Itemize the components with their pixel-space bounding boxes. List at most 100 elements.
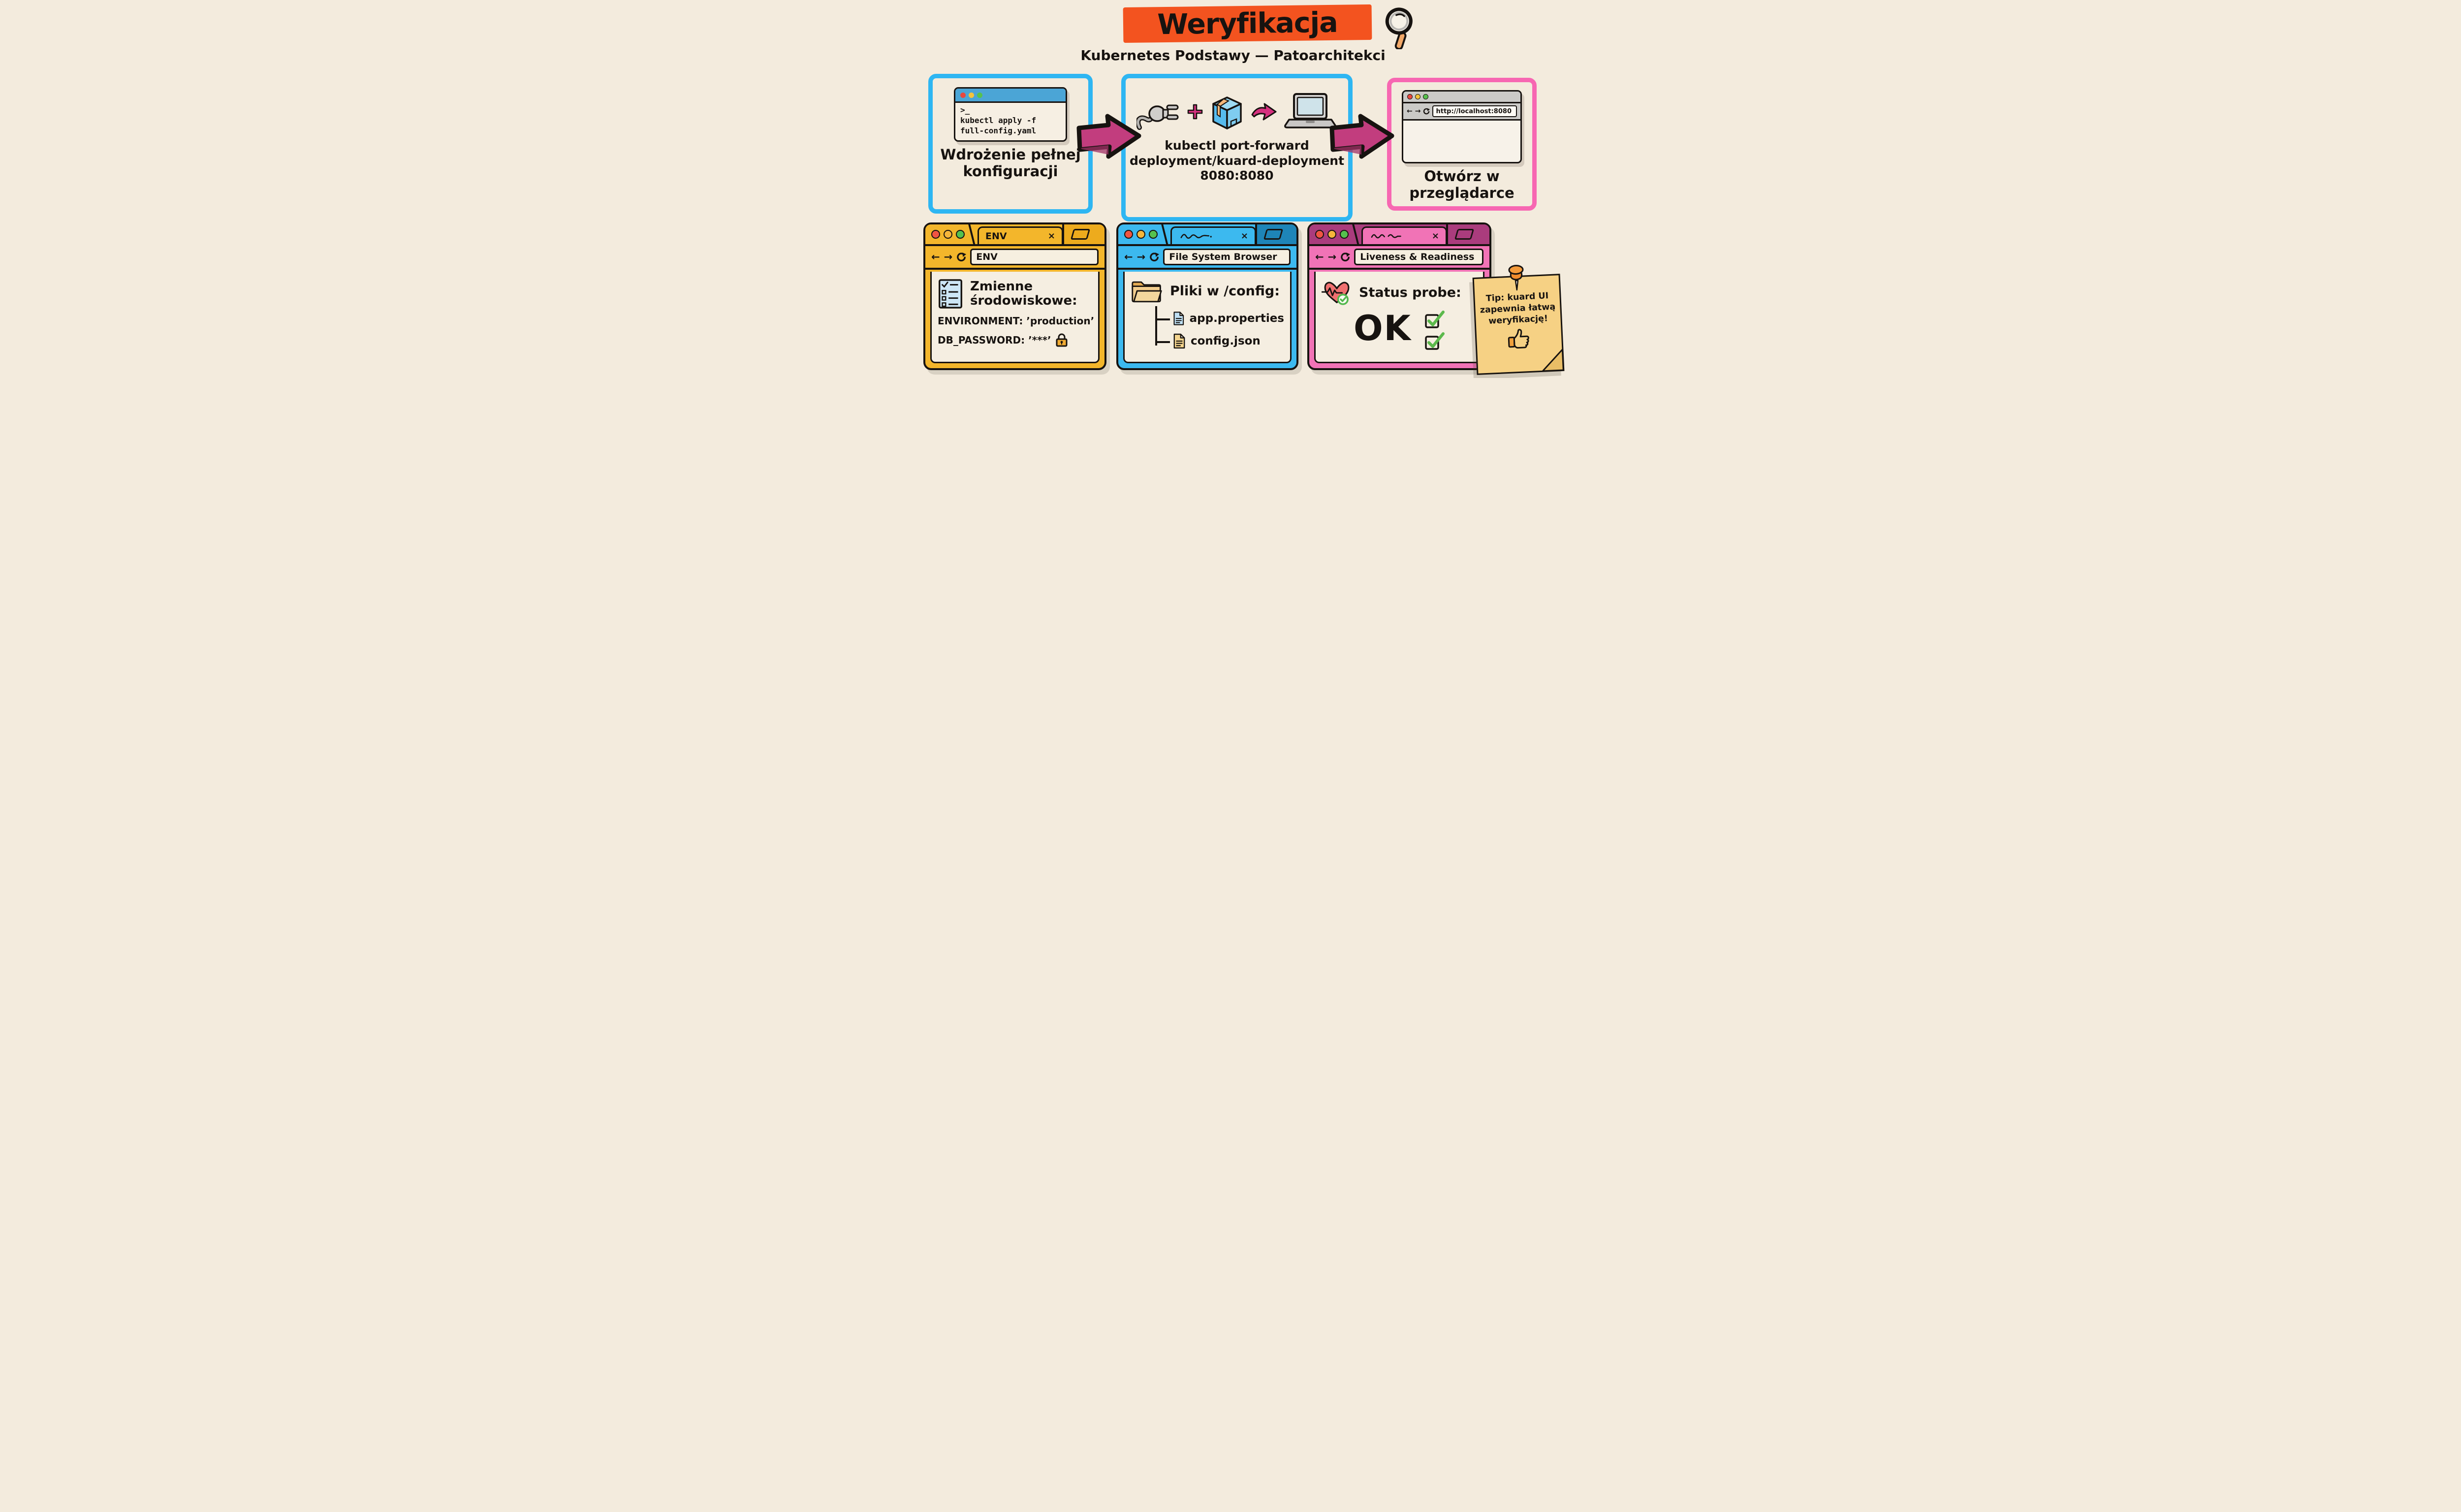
url-bar: http://localhost:8080 xyxy=(1432,105,1517,117)
back-icon: ← xyxy=(931,251,940,263)
terminal-command-line2: full-config.yaml xyxy=(960,126,1037,135)
tabbar-rest xyxy=(1446,224,1489,244)
traffic-red-icon xyxy=(960,92,966,98)
plug-icon xyxy=(1136,104,1179,130)
window-dots xyxy=(925,224,973,244)
forward-icon: → xyxy=(1327,251,1337,263)
traffic-yellow-icon xyxy=(969,92,974,98)
files-window: × ← → File System Browser Pliki w xyxy=(1116,222,1298,370)
title-highlight: Weryfikacja xyxy=(1123,4,1372,43)
env-var-db-password: DB_PASSWORD: ’***’ xyxy=(938,333,1092,347)
env-navbar: ← → ENV xyxy=(925,244,1104,270)
files-tab: × xyxy=(1170,226,1256,244)
step-browser-caption: Otwórz w przeglądarce xyxy=(1409,168,1514,201)
traffic-red-icon xyxy=(1124,230,1133,239)
browser-navbar: ← → http://localhost:8080 xyxy=(1403,103,1520,121)
probe-tab: × xyxy=(1361,226,1447,244)
package-icon xyxy=(1212,96,1242,129)
traffic-yellow-icon xyxy=(944,230,952,239)
close-icon: × xyxy=(1240,230,1248,241)
step-deploy-caption: Wdrożenie pełnej konfiguracji xyxy=(940,146,1081,180)
new-tab-icon xyxy=(1454,229,1475,240)
checkbox-checked-icon xyxy=(1425,311,1445,328)
url-bar: File System Browser xyxy=(1163,249,1291,265)
env-tabbar: ENV × xyxy=(925,224,1104,244)
probe-tabbar: × xyxy=(1309,224,1489,244)
magnifier-icon xyxy=(1385,7,1413,49)
reload-icon xyxy=(1423,108,1430,115)
env-tab: ENV × xyxy=(978,226,1063,244)
probe-navbar: ← → Liveness & Readiness xyxy=(1309,244,1489,270)
tabbar-rest xyxy=(1062,224,1104,244)
forward-icon: → xyxy=(1415,107,1421,115)
back-icon: ← xyxy=(1407,107,1413,115)
browser-titlebar xyxy=(1403,92,1520,103)
files-content: Pliki w /config: app.properties xyxy=(1123,272,1292,363)
page-subtitle: Kubernetes Podstawy — Patoarchitekci xyxy=(1080,47,1386,63)
page-title: Weryfikacja xyxy=(1157,6,1338,41)
file-name: app.properties xyxy=(1189,312,1284,325)
new-tab-icon xyxy=(1070,229,1091,240)
step-deploy-box: >_ kubectl apply -f full-config.yaml Wdr… xyxy=(928,74,1093,214)
checklist-icon xyxy=(939,279,962,309)
terminal-window: >_ kubectl apply -f full-config.yaml xyxy=(954,87,1067,142)
back-icon: ← xyxy=(1315,251,1324,263)
scribble-title-icon xyxy=(1180,233,1212,239)
terminal-body: >_ kubectl apply -f full-config.yaml xyxy=(955,103,1066,140)
env-heading: Zmienne środowiskowe: xyxy=(970,279,1077,308)
forward-icon: → xyxy=(1136,251,1146,263)
terminal-prompt: >_ xyxy=(960,105,970,115)
plus-icon xyxy=(1187,104,1203,120)
thumbs-up-icon xyxy=(1508,329,1529,349)
files-navbar: ← → File System Browser xyxy=(1118,244,1296,270)
url-bar: Liveness & Readiness xyxy=(1354,249,1483,265)
heartbeat-icon xyxy=(1322,282,1350,305)
tabbar-rest xyxy=(1255,224,1296,244)
reload-icon xyxy=(1341,252,1351,262)
traffic-yellow-icon xyxy=(1327,230,1336,239)
file-icon xyxy=(1173,312,1184,325)
traffic-green-icon xyxy=(956,230,965,239)
flow-arrow-icon xyxy=(1076,114,1141,159)
files-heading: Pliki w /config: xyxy=(1170,283,1280,299)
window-dots xyxy=(1118,224,1166,244)
traffic-red-icon xyxy=(1315,230,1324,239)
probe-window: × ← → Liveness & Readiness xyxy=(1307,222,1491,370)
new-tab-icon xyxy=(1263,229,1284,240)
forward-arrow-icon xyxy=(1251,103,1277,121)
probe-status: OK xyxy=(1354,308,1412,349)
flow-arrow-icon xyxy=(1329,114,1394,159)
traffic-green-icon xyxy=(1340,230,1349,239)
probe-content: Status probe: OK xyxy=(1314,272,1484,363)
files-tabbar: × xyxy=(1118,224,1296,244)
terminal-command-line1: kubectl apply -f xyxy=(960,115,1037,125)
file-item: app.properties xyxy=(1155,310,1284,327)
folded-corner xyxy=(1542,348,1564,372)
scribble-title-icon xyxy=(1371,234,1401,238)
lock-icon xyxy=(1056,333,1068,347)
url-bar: ENV xyxy=(970,249,1099,265)
window-dots xyxy=(1309,224,1357,244)
close-icon: × xyxy=(1431,230,1439,241)
traffic-red-icon xyxy=(1407,94,1413,99)
step-browser-box: ← → http://localhost:8080 Otwórz w przeg… xyxy=(1387,78,1537,211)
checkbox-checked-icon xyxy=(1425,332,1445,350)
file-name: config.json xyxy=(1191,335,1261,347)
traffic-yellow-icon xyxy=(1415,94,1420,99)
file-tree: app.properties config.json xyxy=(1155,306,1284,349)
tip-sticky-note: Tip: kuard UI zapewnia łatwą weryfikację… xyxy=(1472,265,1565,375)
back-icon: ← xyxy=(1124,251,1133,263)
env-var-environment: ENVIRONMENT: ’production’ xyxy=(938,315,1095,327)
traffic-yellow-icon xyxy=(1136,230,1145,239)
env-content: Zmienne środowiskowe: ENVIRONMENT: ’prod… xyxy=(930,272,1100,363)
forward-icon: → xyxy=(944,251,953,263)
close-icon: × xyxy=(1047,230,1055,241)
browser-page xyxy=(1403,121,1520,162)
traffic-green-icon xyxy=(977,92,982,98)
step-portforward-caption: kubectl port-forward deployment/kuard-de… xyxy=(1129,138,1345,183)
step-portforward-box: kubectl port-forward deployment/kuard-de… xyxy=(1121,74,1353,221)
tip-text: Tip: kuard UI zapewnia łatwą weryfikację… xyxy=(1480,291,1556,326)
folder-icon xyxy=(1132,281,1162,303)
infographic-canvas: Weryfikacja Kubernetes Podstawy — Patoar… xyxy=(892,0,1569,378)
terminal-titlebar xyxy=(955,89,1066,103)
